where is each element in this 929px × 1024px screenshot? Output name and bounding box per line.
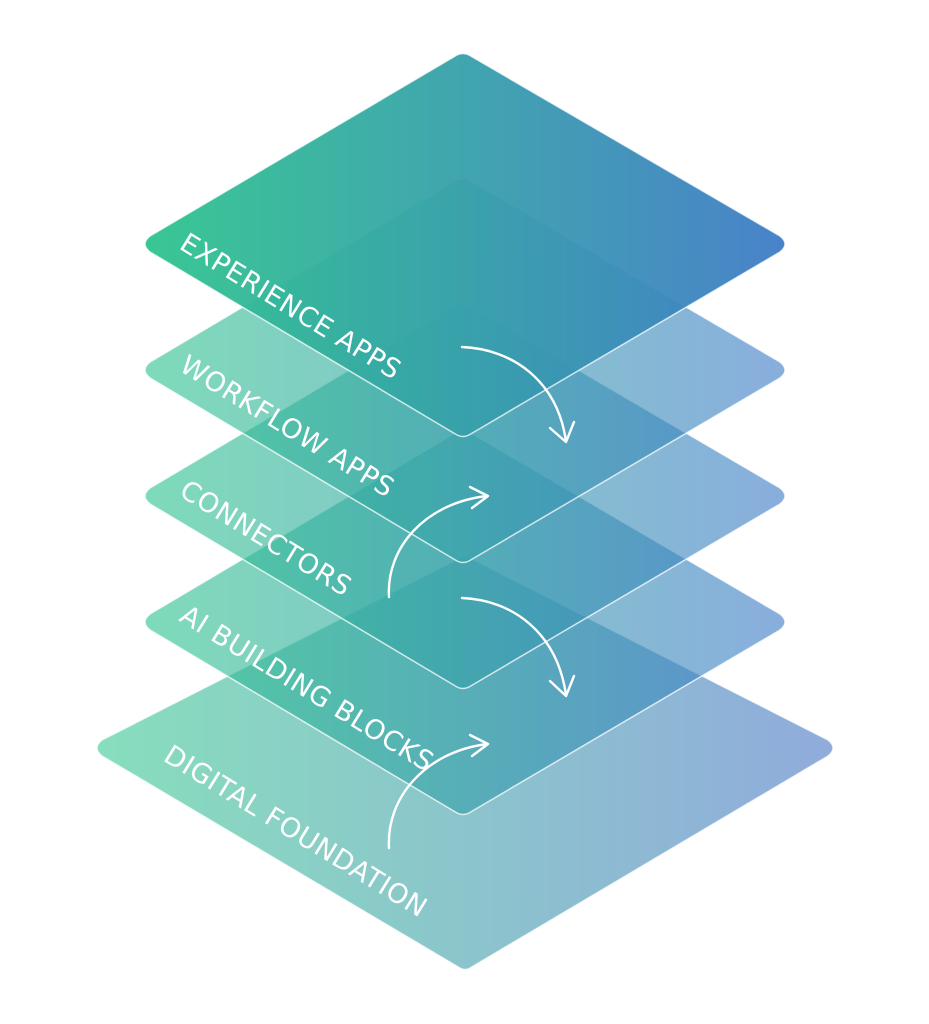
layer-experience-apps-plate <box>144 52 786 438</box>
flow-arrow-up-middle-head <box>468 485 490 510</box>
flow-arrow-down-top-curve <box>460 345 568 443</box>
flow-arrow-up-bottom-curve <box>387 742 489 850</box>
flow-arrow-up-middle-curve <box>387 494 489 599</box>
flow-arrow-down-lower-head <box>548 674 576 698</box>
flow-arrow-up-bottom-head <box>468 733 490 758</box>
flow-arrow-up-middle <box>387 485 490 599</box>
flow-arrow-down-lower <box>460 596 576 698</box>
flow-arrow-down-top <box>460 345 576 444</box>
flow-arrow-down-top-head <box>548 420 576 444</box>
flow-arrow-down-lower-curve <box>460 596 568 697</box>
flow-arrow-up-bottom <box>387 733 490 850</box>
